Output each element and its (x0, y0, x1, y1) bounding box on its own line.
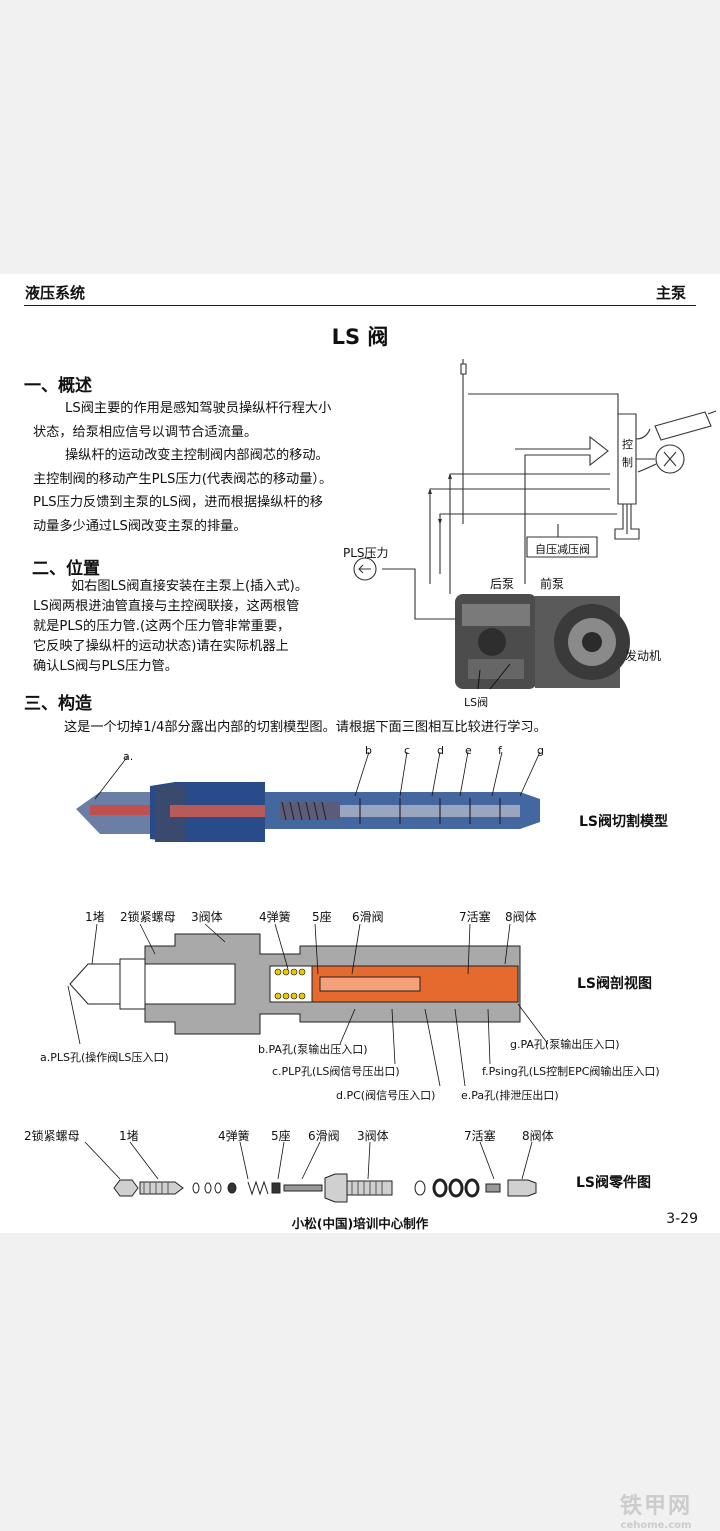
port-label-c: c.PLP孔(LS阀信号压出口) (272, 1065, 400, 1078)
document-page: 液压系统 主泵 LS 阀 一、概述 LS阀主要的作用是感知驾驶员操纵杆行程大小 … (0, 274, 720, 1233)
port-label-g: g.PA孔(泵输出压入口) (510, 1038, 620, 1051)
watermark-line1: 铁甲网 (619, 1494, 692, 1519)
parts-label-valve-body: 3阀体 (357, 1129, 389, 1143)
section3-intro: 这是一个切掉1/4部分露出内部的切割模型图。请根据下面三图相互比较进行学习。 (64, 720, 547, 735)
cross-section-view (67, 923, 549, 1087)
pls-pressure-label: PLS压力 (343, 546, 389, 560)
watermark: 铁甲网 cehome.com (606, 1488, 706, 1531)
parts-label-plug: 1堵 (119, 1129, 139, 1143)
port-label-a: a.PLS孔(操作阀LS压入口) (40, 1051, 169, 1064)
control-label-2: 制 (622, 456, 633, 469)
pump-photo (455, 594, 630, 690)
spring (274, 968, 306, 1000)
parts-label-locknut: 2锁紧螺母 (24, 1129, 80, 1143)
control-label-1: 控 (622, 438, 633, 451)
parts-leaders (84, 1141, 533, 1180)
port-label-e: e.Pa孔(排泄压出口) (461, 1089, 559, 1102)
section2-heading: 二、位置 (32, 559, 100, 579)
part-label-valve-body: 3阀体 (191, 910, 223, 924)
reducer-label: 自压减压阀 (535, 543, 590, 556)
hydraulic-circuit-diagram (353, 359, 717, 690)
parts-view-label: LS阀零件图 (576, 1175, 652, 1191)
rear-pump-label: 后泵 (490, 577, 515, 591)
parts-label-valve-body-8: 8阀体 (522, 1129, 554, 1143)
cutaway-letter-f: f (498, 744, 502, 757)
port-label-d: d.PC(阀信号压入口) (336, 1089, 436, 1102)
parts-label-seat: 5座 (271, 1129, 291, 1143)
ls-valve-label: LS阀 (464, 696, 489, 709)
header-rule (24, 305, 696, 306)
section3-heading: 三、构造 (24, 694, 92, 714)
page-number: 3-29 (666, 1211, 698, 1227)
section1-heading: 一、概述 (24, 376, 92, 396)
part-label-seat: 5座 (312, 910, 332, 924)
header-right: 主泵 (655, 284, 686, 302)
cutaway-leaders (94, 751, 541, 800)
parts-label-spool: 6滑阀 (308, 1129, 340, 1143)
cutaway-letter-b: b (365, 744, 372, 757)
part-label-valve-body-8: 8阀体 (505, 910, 537, 924)
cutaway-letter-c: c (404, 744, 411, 757)
section2-text: 如右图LS阀直接安装在主泵上(插入式)。 LS阀两根进油管直接与主控阀联接，这两… (33, 579, 309, 674)
header-left: 液压系统 (25, 284, 86, 302)
parts-exploded-view (84, 1141, 537, 1203)
part-label-spring: 4弹簧 (259, 910, 291, 924)
part-label-plug: 1堵 (85, 910, 105, 924)
section-view-label: LS阀剖视图 (577, 976, 653, 992)
section1-text: LS阀主要的作用是感知驾驶员操纵杆行程大小 状态，给泵相应信号以调节合适流量。 … (33, 401, 333, 534)
part-label-locknut: 2锁紧螺母 (120, 910, 176, 924)
parts-label-spring: 4弹簧 (218, 1129, 250, 1143)
cutaway-letter-a: a. (123, 750, 134, 763)
part-label-piston: 7活塞 (459, 910, 491, 924)
page-title: LS 阀 (331, 325, 389, 349)
front-pump-label: 前泵 (540, 577, 565, 591)
cutaway-model (76, 751, 541, 842)
cutaway-letter-d: d (437, 744, 444, 757)
parts-label-piston: 7活塞 (464, 1129, 496, 1143)
cutaway-model-label: LS阀切割模型 (579, 814, 669, 830)
port-label-b: b.PA孔(泵输出压入口) (258, 1043, 368, 1056)
port-label-f: f.Psing孔(LS控制EPC阀输出压入口) (482, 1065, 660, 1078)
footer-center: 小松(中国)培训中心制作 (291, 1216, 429, 1231)
cutaway-letter-g: g (537, 744, 544, 757)
section-leaders (67, 923, 549, 1087)
engine-label: 发动机 (625, 649, 662, 663)
part-label-spool: 6滑阀 (352, 910, 384, 924)
cutaway-letter-e: e (465, 744, 472, 757)
